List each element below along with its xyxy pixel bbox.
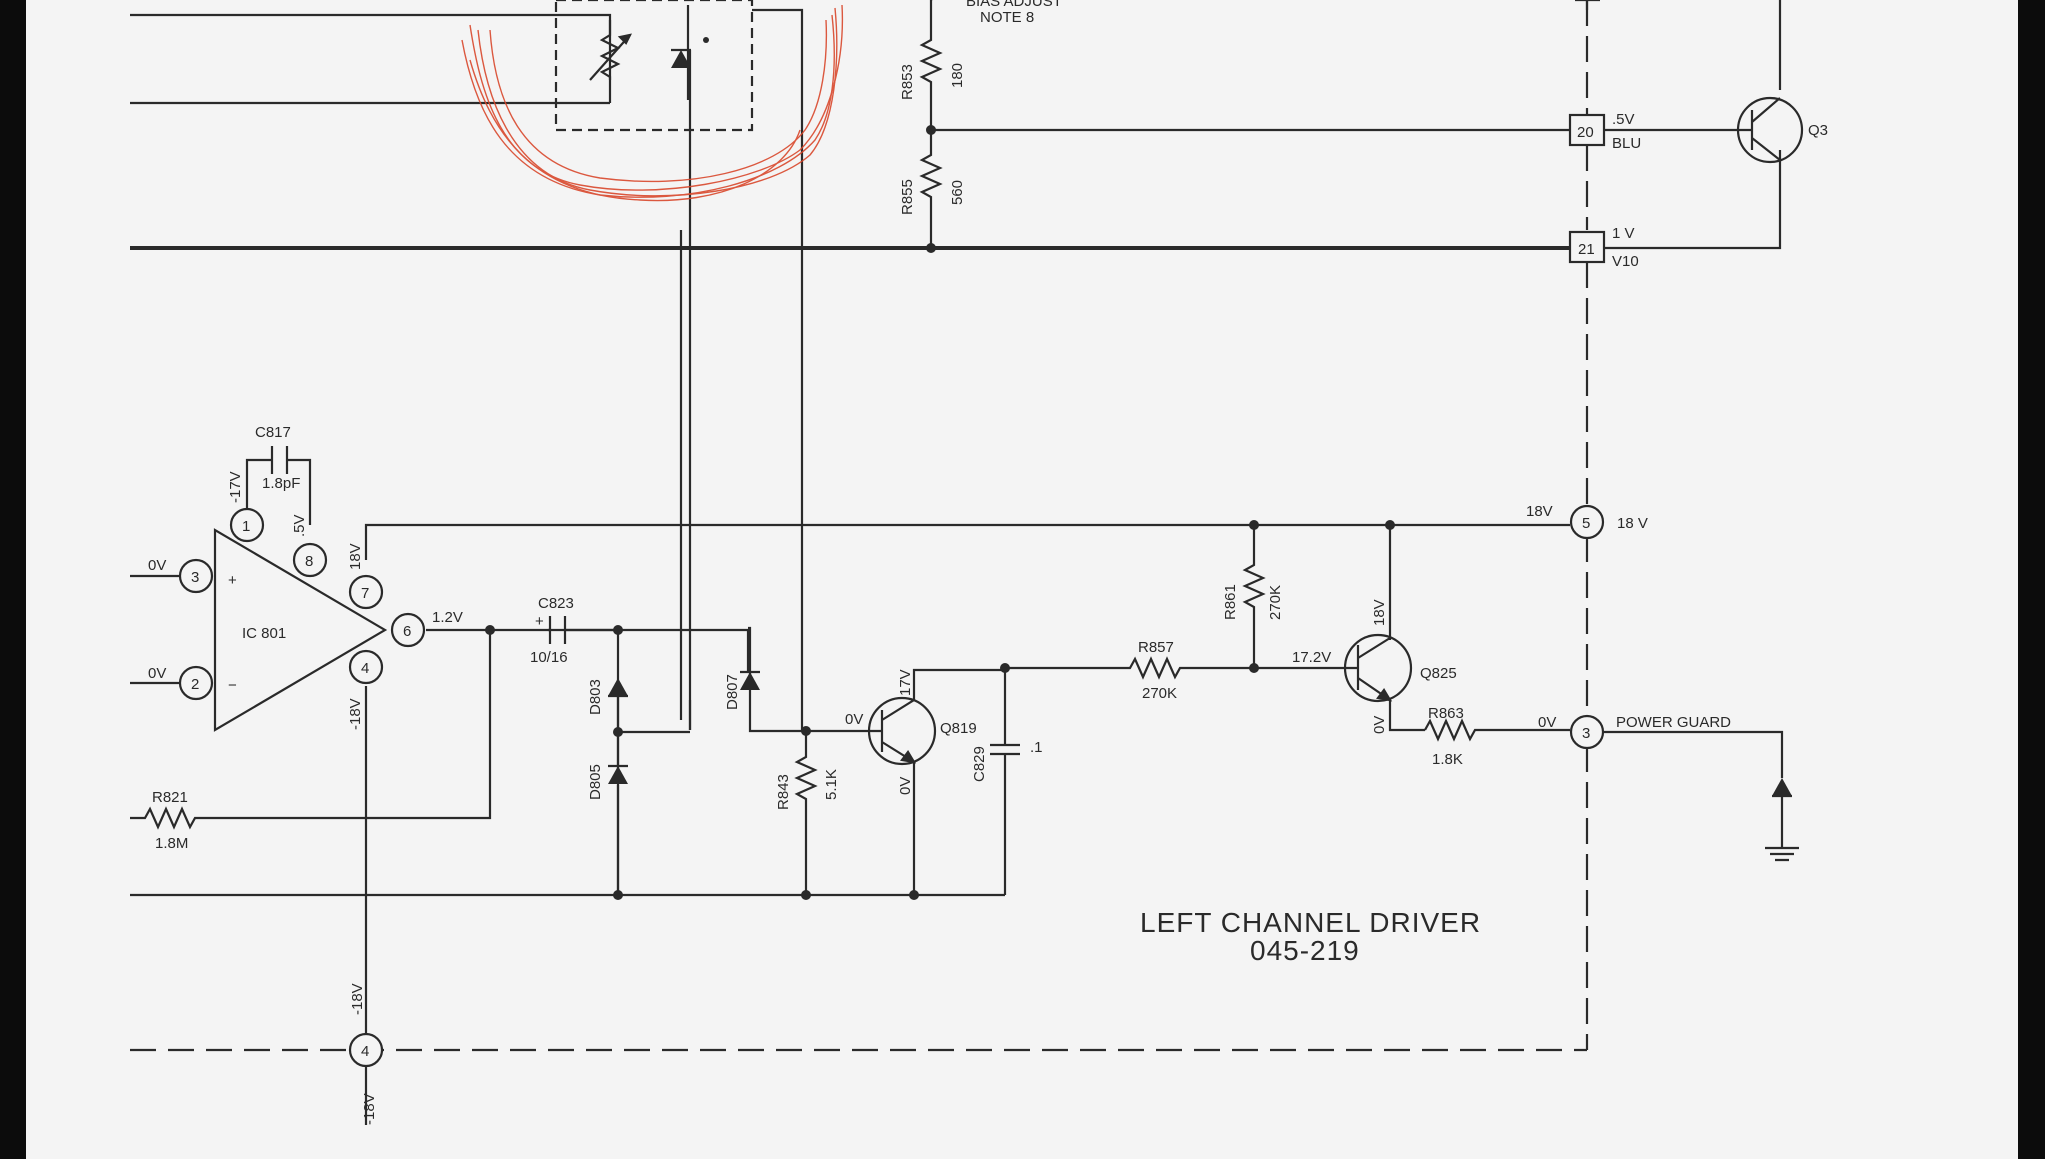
- bias-adjust-label: BIAS ADJUST: [966, 0, 1062, 10]
- pin8-voltage: .5V: [291, 514, 308, 537]
- q825-base-voltage: 17.2V: [1292, 649, 1331, 666]
- r861-value: 270K: [1267, 585, 1284, 620]
- pin-7-label: 7: [361, 585, 369, 602]
- c829-ref: C829: [971, 746, 988, 782]
- q819-ref: Q819: [940, 720, 977, 737]
- q819-base-voltage: 0V: [845, 711, 863, 728]
- c823-value: 10/16: [530, 649, 568, 666]
- r821-ref: R821: [152, 789, 188, 806]
- c5-left-voltage: 18V: [1526, 503, 1553, 520]
- pin-6-label: 6: [403, 623, 411, 640]
- r861-ref: R861: [1222, 584, 1239, 620]
- pin2-voltage: 0V: [148, 665, 166, 682]
- r853-ref: R853: [899, 64, 916, 100]
- transistor-q825: [1254, 633, 1425, 732]
- diagram-part-number: 045-219: [1250, 935, 1360, 966]
- c823-plus: +: [535, 613, 544, 630]
- diagram-title: LEFT CHANNEL DRIVER: [1140, 907, 1481, 938]
- c3-left-voltage: 0V: [1538, 714, 1556, 731]
- r821-value: 1.8M: [155, 835, 188, 852]
- d807-ref: D807: [724, 674, 741, 710]
- opamp-ic801: [213, 528, 388, 732]
- opamp-ref: IC 801: [242, 625, 286, 642]
- diode-d807: [740, 670, 760, 690]
- c817-ref: C817: [255, 424, 291, 441]
- q825-collector-voltage: 18V: [1371, 599, 1388, 626]
- power-guard-label: POWER GUARD: [1616, 714, 1731, 731]
- r863-value: 1.8K: [1432, 751, 1463, 768]
- r855-ref: R855: [899, 179, 916, 215]
- connector-3-label: 3: [1582, 725, 1590, 742]
- d803-ref: D803: [587, 679, 604, 715]
- pin-4-label: 4: [361, 660, 369, 677]
- note-label: NOTE 8: [980, 9, 1034, 26]
- connector-20-label: 20: [1577, 124, 1594, 141]
- pin-3-label: 3: [191, 569, 199, 586]
- right-frame-bar: [2018, 0, 2045, 1159]
- q825-ref: Q825: [1420, 665, 1457, 682]
- c20-wire: BLU: [1612, 135, 1641, 152]
- c20-voltage: .5V: [1612, 111, 1635, 128]
- connector-21: [1568, 230, 1606, 264]
- c4-top-voltage: -18V: [349, 983, 366, 1015]
- c817-value: 1.8pF: [262, 475, 300, 492]
- q825-emitter-voltage: 0V: [1371, 716, 1388, 734]
- c823-ref: C823: [538, 595, 574, 612]
- bias-potentiometer: [589, 20, 632, 103]
- pin-2-label: 2: [191, 676, 199, 693]
- pin1-voltage: -17V: [227, 471, 244, 503]
- pin-1-label: 1: [242, 518, 250, 535]
- c21-wire: V10: [1612, 253, 1639, 270]
- r857-ref: R857: [1138, 639, 1174, 656]
- pin4-voltage: -18V: [347, 698, 364, 730]
- r853-value: 180: [949, 63, 966, 88]
- r843-ref: R843: [775, 774, 792, 810]
- opamp-plus: +: [228, 572, 237, 589]
- opamp-minus: −: [228, 677, 237, 694]
- transistor-q3: [1735, 96, 1804, 164]
- diode-d805: [608, 764, 628, 784]
- r843-value: 5.1K: [823, 769, 840, 800]
- transistor-q819: [806, 668, 1005, 895]
- r855-value: 560: [949, 180, 966, 205]
- top-diode: [671, 37, 709, 68]
- pin-8-label: 8: [305, 553, 313, 570]
- output-voltage: 1.2V: [432, 609, 463, 626]
- c21-voltage: 1 V: [1612, 225, 1635, 242]
- r863-ref: R863: [1428, 705, 1464, 722]
- c4-bottom-voltage: -18V: [361, 1093, 378, 1125]
- c5-right-voltage: 18 V: [1617, 515, 1648, 532]
- diode-d803: [608, 678, 628, 698]
- q819-collector-voltage: 17V: [897, 669, 914, 696]
- left-frame-bar: [0, 0, 26, 1159]
- connector-5-label: 5: [1582, 515, 1590, 532]
- q3-ref: Q3: [1808, 122, 1828, 139]
- connector-4-label: 4: [361, 1043, 369, 1060]
- power-guard-diode: [1765, 778, 1799, 862]
- red-annotation-scribble: [461, 4, 844, 202]
- pin7-voltage: 18V: [347, 543, 364, 570]
- d805-ref: D805: [587, 764, 604, 800]
- c829-value: .1: [1030, 739, 1043, 756]
- r857-value: 270K: [1142, 685, 1177, 702]
- connector-21-label: 21: [1578, 241, 1595, 258]
- q819-emitter-voltage: 0V: [897, 777, 914, 795]
- pin3-voltage: 0V: [148, 557, 166, 574]
